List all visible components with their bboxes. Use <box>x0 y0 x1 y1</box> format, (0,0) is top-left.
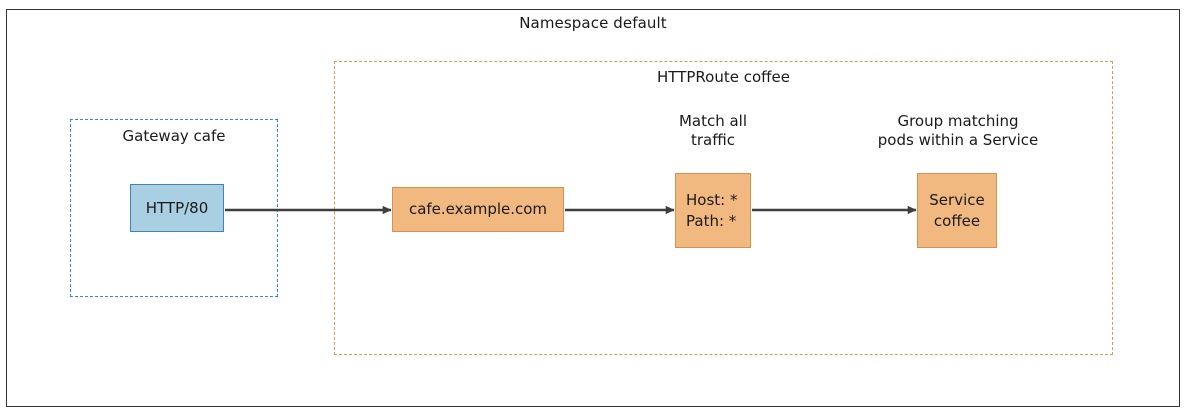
match-path-label: Path: * <box>686 211 737 230</box>
gateway-listener-label: HTTP/80 <box>145 198 209 217</box>
httproute-group-title: HTTPRoute coffee <box>657 68 790 86</box>
gateway-listener-node[interactable]: HTTP/80 <box>130 184 224 232</box>
hostname-label: cafe.example.com <box>408 200 548 219</box>
match-host-label: Host: * <box>686 191 738 210</box>
match-rule-node[interactable]: Host: * Path: * <box>675 173 751 248</box>
gateway-group-title: Gateway cafe <box>122 127 226 145</box>
service-caption: Group matching pods within a Service <box>872 112 1044 150</box>
match-caption-line-2: traffic <box>691 130 735 149</box>
service-caption-line-1: Group matching <box>897 112 1019 130</box>
match-caption-line-1: Match all <box>678 112 748 130</box>
service-caption-line-2: pods within a Service <box>877 130 1039 149</box>
gateway-group-box <box>70 119 278 297</box>
backend-kind-label: Service <box>929 191 985 210</box>
namespace-frame <box>6 9 1180 407</box>
hostname-node[interactable]: cafe.example.com <box>392 187 564 232</box>
match-caption: Match all traffic <box>648 112 778 150</box>
httproute-group-box <box>334 61 1113 355</box>
backend-service-node[interactable]: Service coffee <box>917 173 997 248</box>
backend-name-label: coffee <box>933 211 981 230</box>
namespace-title: Namespace default <box>519 14 667 32</box>
